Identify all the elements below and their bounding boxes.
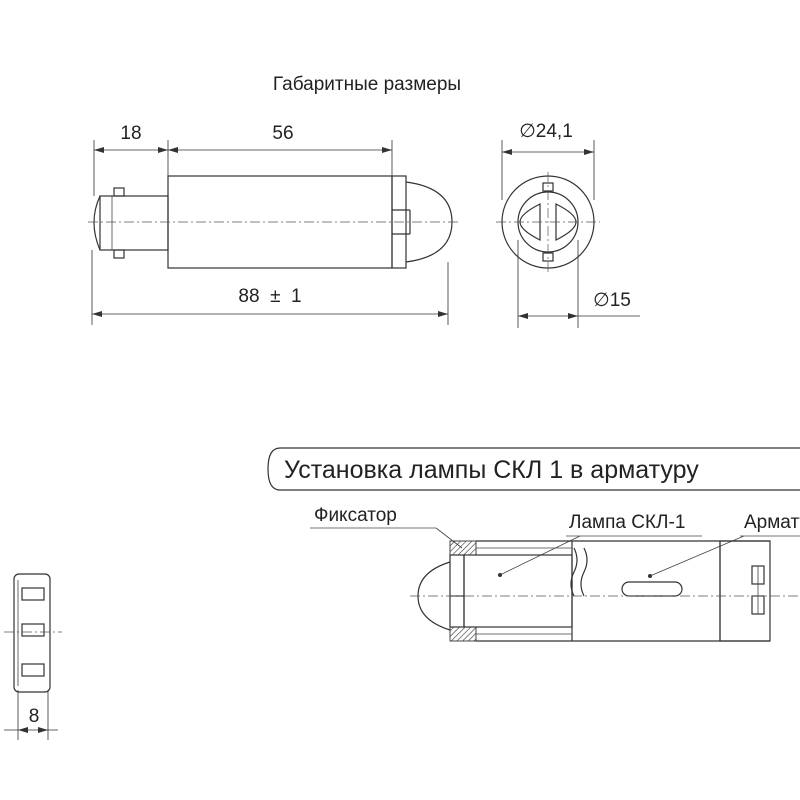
lamp-front-view [496,172,600,274]
dimension-diameter-24 [501,140,595,200]
assembly-title-frame [267,447,800,491]
label-latch: Фиксатор [314,505,397,526]
dimension-18 [93,140,169,196]
assembly-title: Установка лампы СКЛ 1 в арматуру [284,456,699,484]
dimension-label-56: 56 [272,123,293,144]
lamp-side-view [88,175,460,269]
dimension-label-8: 8 [29,706,40,727]
dimension-88 [91,250,449,325]
dimension-label-18: 18 [120,123,141,144]
label-lamp: Лампа СКЛ-1 [569,512,685,533]
dimension-8 [4,690,58,740]
dimension-56 [168,140,393,176]
dimension-label-diameter-15: ∅15 [593,290,631,311]
leader-dot-lamp [498,573,502,577]
assembly-drawing [410,540,800,642]
page-title: Габаритные размеры [273,74,461,95]
dimension-label-88: 88 ± 1 [238,286,301,307]
dimension-diameter-15 [517,240,640,328]
leader-dot-fixture [648,574,652,578]
dimension-label-diameter-24: ∅24,1 [519,121,573,142]
label-fixture: Арматура [744,512,800,533]
cap-side-view [4,573,62,693]
